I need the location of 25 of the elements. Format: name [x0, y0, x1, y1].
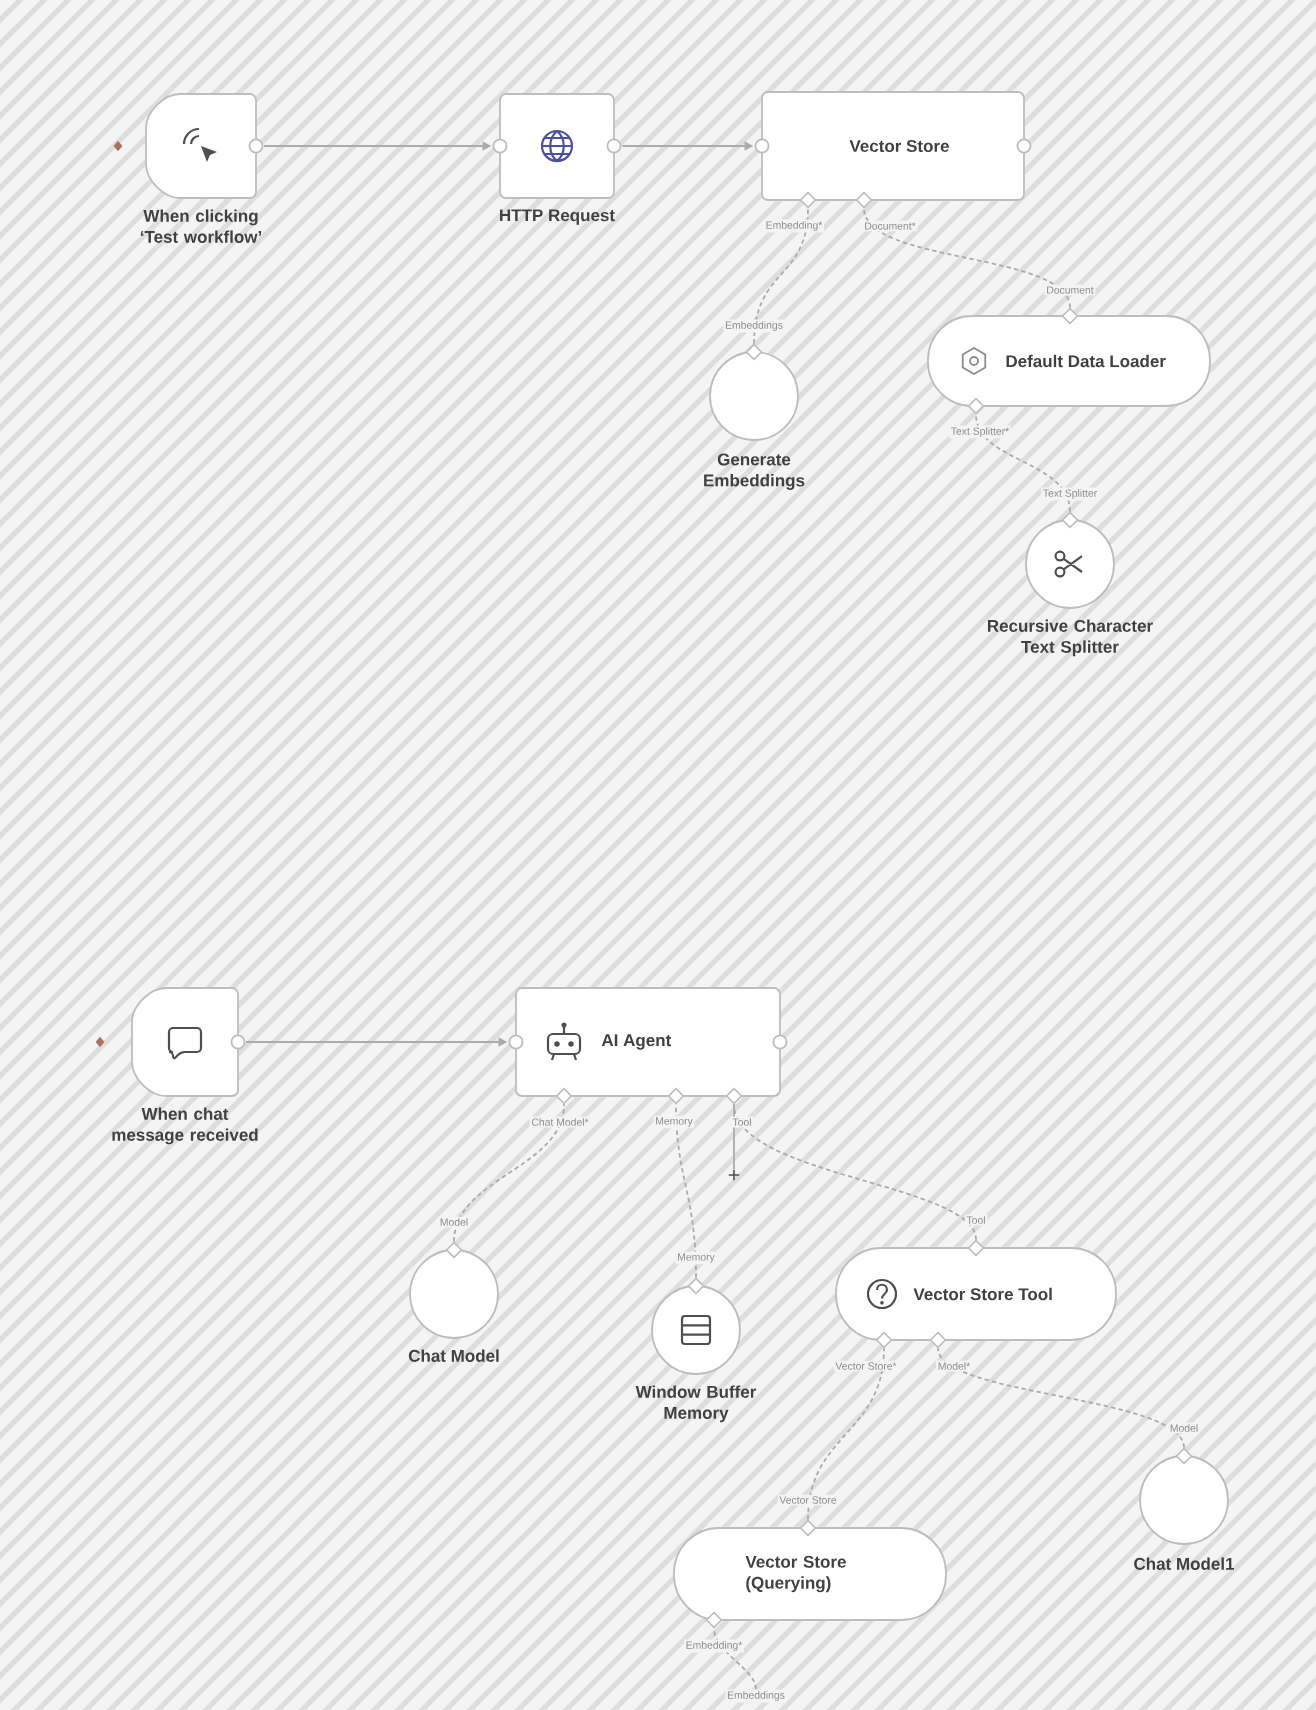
node-label: Recursive Character Text Splitter — [987, 619, 1153, 657]
node-label: HTTP Request — [500, 209, 615, 225]
rounded-box: Vector Store Tool — [835, 1239, 1117, 1349]
connector-line — [713, 1627, 757, 1691]
connector-line — [753, 207, 809, 345]
node-label: When chat message received — [112, 1107, 258, 1145]
node-box: AI Agent — [508, 987, 788, 1105]
connector-line — [675, 1103, 697, 1279]
node-label: Window Buffer Memory — [635, 1385, 757, 1423]
trigger-box: When clicking ‘Test workflow’ — [140, 93, 264, 243]
rounded-box: Default Data Loader — [927, 307, 1211, 415]
node-box: HTTP Request — [492, 93, 622, 225]
node-label: Chat Model — [408, 1349, 499, 1362]
rounded-box: Vector Store (Querying) — [673, 1519, 947, 1629]
connector-line — [807, 1347, 885, 1521]
connector-line — [733, 1103, 735, 1170]
connector-line — [975, 413, 1071, 513]
connector-line — [937, 1347, 1185, 1449]
node-label: When clicking ‘Test workflow’ — [140, 209, 262, 243]
node-box: Vector Store — [754, 91, 1032, 209]
connector-line — [453, 1103, 565, 1243]
node-label: Chat Model1 — [1134, 1557, 1235, 1570]
connector-line — [863, 207, 1071, 309]
trigger-box: When chat message received — [112, 987, 258, 1145]
node-label: Generate Embeddings — [704, 453, 805, 490]
